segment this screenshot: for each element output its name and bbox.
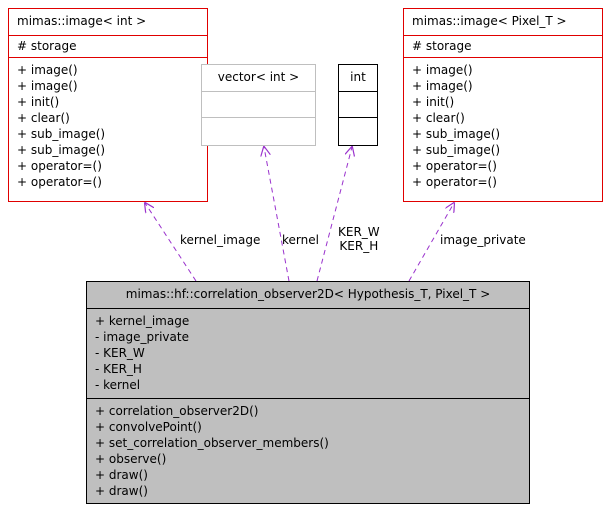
relation-label-image-private: image_private [440, 233, 526, 247]
class-image-pixel[interactable]: mimas::image< Pixel_T > # storage + imag… [403, 8, 603, 202]
method: + operator=() [17, 159, 102, 173]
relation-label-kernel-image: kernel_image [180, 233, 261, 247]
method: + clear() [17, 111, 70, 125]
attribute: # storage [17, 39, 77, 53]
relation-image-private [408, 203, 454, 282]
method: + sub_image() [17, 127, 106, 141]
attribute: # storage [412, 39, 472, 53]
relation-label-kernel: kernel [282, 233, 319, 247]
method: + operator=() [17, 175, 102, 189]
class-title: mimas::image< Pixel_T > [412, 14, 567, 28]
method: + draw() [95, 484, 148, 498]
method: + sub_image() [17, 143, 106, 157]
relation-ker-w-h [316, 147, 352, 282]
class-correlation-observer2d[interactable]: mimas::hf::correlation_observer2D< Hypot… [86, 281, 530, 504]
method: + image() [17, 63, 78, 77]
class-int[interactable]: int [338, 64, 378, 146]
class-title: mimas::hf::correlation_observer2D< Hypot… [125, 287, 491, 301]
class-vector-int[interactable]: vector< int > [201, 64, 316, 146]
method: + sub_image() [412, 143, 501, 157]
method: + draw() [95, 468, 148, 482]
method: + sub_image() [412, 127, 501, 141]
method: + init() [412, 95, 455, 109]
attribute: + kernel_image [95, 314, 190, 328]
attribute: - image_private [95, 330, 189, 344]
method: + operator=() [412, 159, 497, 173]
class-title: mimas::image< int > [17, 14, 147, 28]
attribute: - KER_W [95, 346, 145, 360]
attribute: - KER_H [95, 362, 142, 376]
method: + clear() [412, 111, 465, 125]
relation-kernel-image [145, 203, 197, 282]
method: + observe() [95, 452, 167, 466]
method: + set_correlation_observer_members() [95, 436, 329, 450]
class-title: vector< int > [217, 70, 300, 84]
relation-label-ker-w-h: KER_W KER_H [338, 225, 380, 253]
method: + image() [17, 79, 78, 93]
attribute: - kernel [95, 378, 141, 392]
method: + operator=() [412, 175, 497, 189]
relation-kernel [264, 147, 290, 282]
method: + image() [412, 63, 473, 77]
method: + correlation_observer2D() [95, 404, 259, 418]
method: + convolvePoint() [95, 420, 202, 434]
class-image-int[interactable]: mimas::image< int > # storage + image() … [8, 8, 208, 202]
method: + init() [17, 95, 60, 109]
class-title: int [350, 70, 366, 84]
method: + image() [412, 79, 473, 93]
